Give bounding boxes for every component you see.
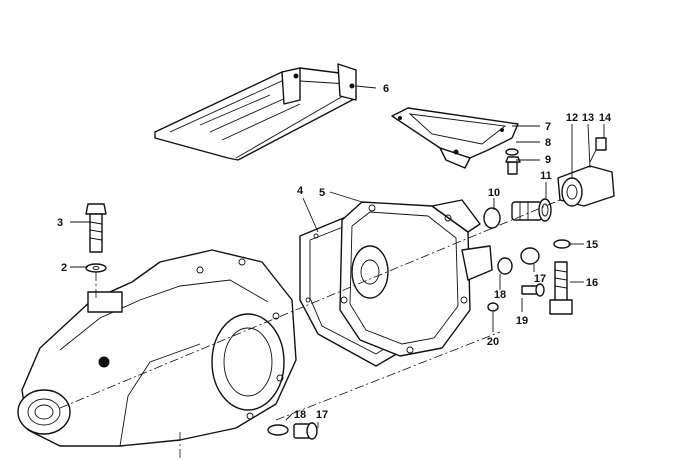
parts-8-9-washer-screw bbox=[505, 148, 521, 175]
callout-4: 4 bbox=[297, 185, 304, 197]
part-7-cover-plate bbox=[391, 107, 519, 169]
callout-16: 16 bbox=[586, 277, 598, 289]
parts-12-14-output-cover bbox=[557, 137, 615, 207]
callout-15: 15 bbox=[586, 239, 598, 251]
callout-10: 10 bbox=[488, 187, 500, 199]
part-15-washer bbox=[553, 239, 571, 249]
callout-2: 2 bbox=[61, 262, 67, 274]
callout-6: 6 bbox=[383, 83, 389, 95]
callout-11: 11 bbox=[540, 170, 552, 182]
callout-18-right: 18 bbox=[494, 289, 506, 301]
callout-20: 20 bbox=[487, 336, 499, 348]
part-16-bolt bbox=[549, 261, 573, 315]
callout-7: 7 bbox=[545, 121, 551, 133]
parts-17-20-right-fasteners bbox=[487, 247, 545, 312]
callout-14: 14 bbox=[599, 112, 612, 124]
callout-12: 12 bbox=[566, 112, 578, 124]
part-6-bracket bbox=[154, 63, 357, 161]
callout-19: 19 bbox=[516, 315, 528, 327]
parts-17-18-drain-plug bbox=[267, 422, 318, 440]
main-axle-housing bbox=[17, 249, 297, 447]
callout-3: 3 bbox=[57, 217, 63, 229]
callout-5: 5 bbox=[319, 187, 325, 199]
callout-8: 8 bbox=[545, 137, 551, 149]
callout-17-right: 17 bbox=[534, 273, 546, 285]
part-11-flange bbox=[511, 198, 552, 222]
part-5-differential-cover bbox=[339, 199, 493, 357]
callout-18-bottom: 18 bbox=[294, 409, 306, 421]
callout-17-bottom: 17 bbox=[316, 409, 328, 421]
callout-13: 13 bbox=[582, 112, 594, 124]
callout-9: 9 bbox=[545, 154, 551, 166]
parts-2-3-left-bolt-washer bbox=[85, 203, 107, 273]
part-10-o-ring bbox=[483, 207, 501, 229]
